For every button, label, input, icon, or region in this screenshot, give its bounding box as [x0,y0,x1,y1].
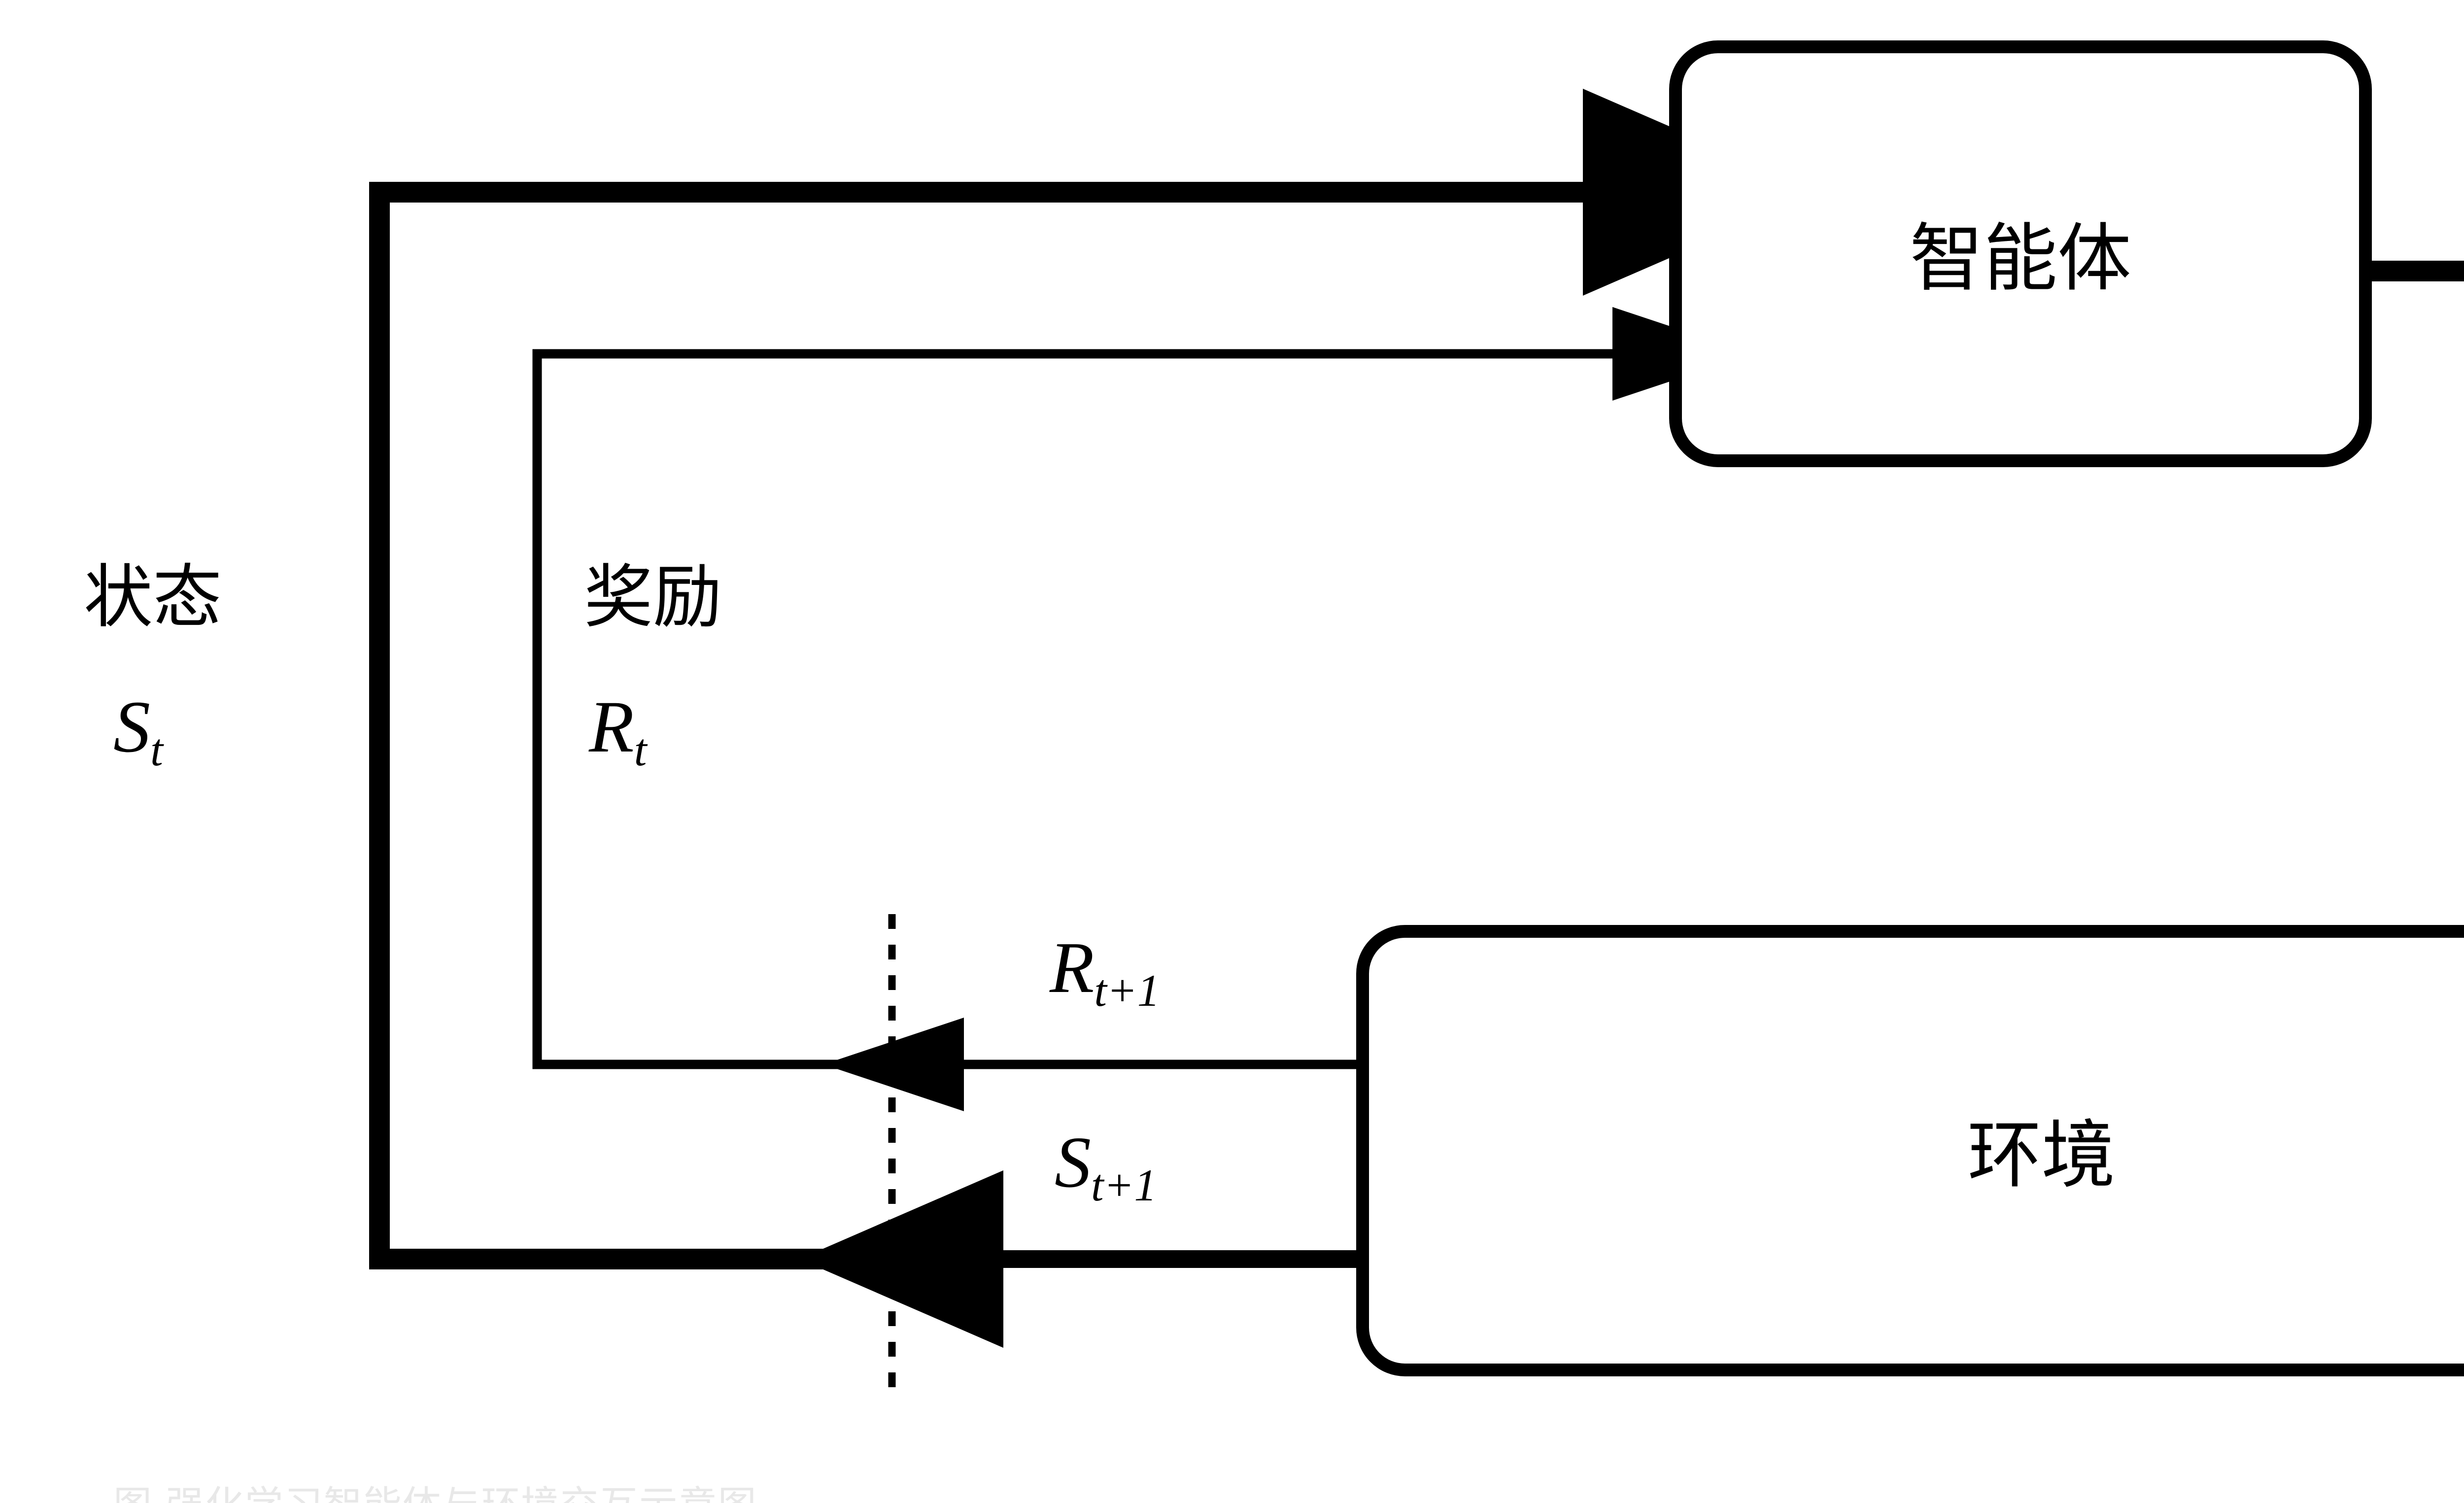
node-environment-box[interactable] [1356,925,2464,1376]
next-state-symbol-base: S [1055,1122,1091,1203]
node-environment-label: 环境 [1967,1113,2116,1198]
figure-caption: 图 强化学习智能体与环境交互示意图 [113,1474,1616,1503]
state-symbol-base: S [113,686,150,768]
next-reward-symbol-base: R [1050,927,1095,1008]
reward-symbol-base: R [589,686,634,768]
edge-state-to-agent [369,89,1821,1269]
edge-reward-to-agent [532,307,1753,1069]
edge-label-reward-cn: 奖励 [584,557,722,638]
state-symbol-subscript: t [150,724,163,776]
next-state-symbol-subscript: t+1 [1091,1160,1157,1210]
node-agent-box[interactable] [1669,40,2372,467]
edge-label-state-cn: 状态 [84,557,222,638]
edge-label-state-symbol: St [113,690,163,773]
reward-symbol-subscript: t [634,724,647,776]
node-agent-label: 智能体 [1909,216,2131,302]
edge-label-reward-symbol: Rt [589,690,647,773]
edge-label-next-state-symbol: St+1 [1055,1126,1157,1207]
edge-label-next-reward-symbol: Rt+1 [1050,931,1160,1013]
next-reward-symbol-subscript: t+1 [1094,965,1160,1016]
